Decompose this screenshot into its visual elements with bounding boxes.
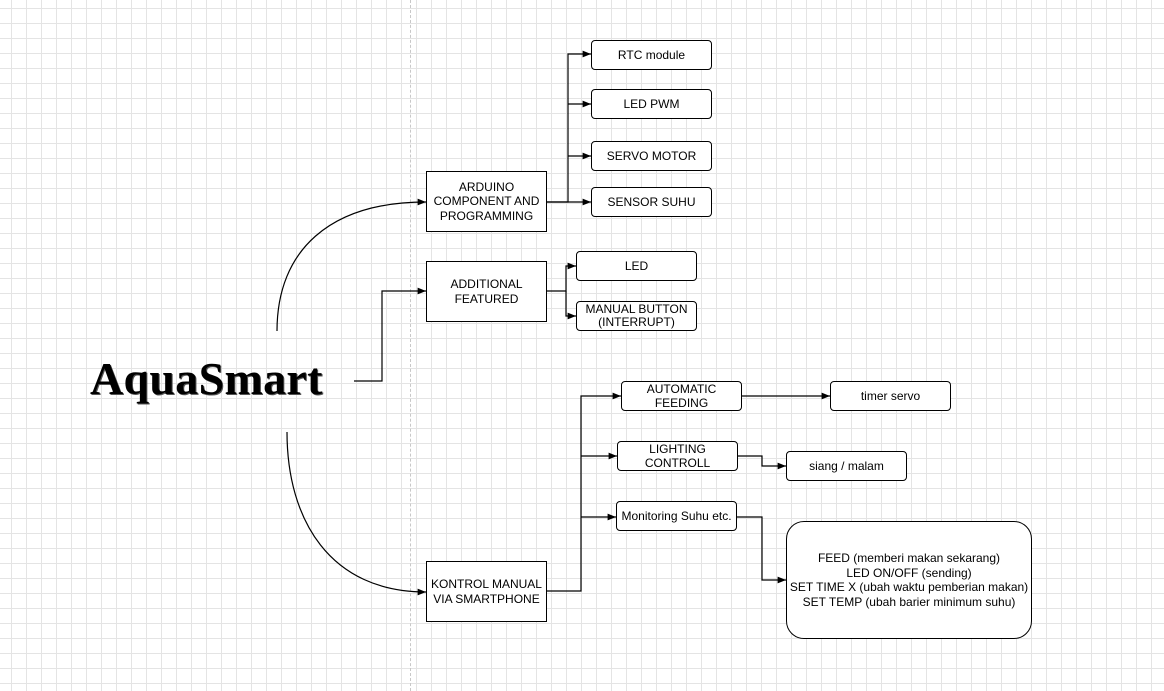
monitoring-suhu-node: Monitoring Suhu etc. <box>616 501 737 531</box>
page-divider <box>410 0 411 691</box>
kontrol-manual-node: KONTROL MANUAL VIA SMARTPHONE <box>426 561 547 622</box>
additional-featured-node: ADDITIONAL FEATURED <box>426 261 547 322</box>
edge-kontrol-feeding <box>547 392 621 592</box>
edge-root-additional <box>354 287 426 382</box>
automatic-feeding-node: AUTOMATIC FEEDING <box>621 381 742 411</box>
sensor-suhu-node: SENSOR SUHU <box>591 187 712 217</box>
servo-motor-node: SERVO MOTOR <box>591 141 712 171</box>
arduino-node: ARDUINO COMPONENT AND PROGRAMMING <box>426 171 547 232</box>
edge-arduino-rtc <box>547 50 591 203</box>
diagram-title: AquaSmart <box>90 353 323 404</box>
edge-root-kontrol <box>286 431 427 596</box>
rtc-module-node: RTC module <box>591 40 712 70</box>
edge-root-arduino <box>276 198 427 332</box>
led-node: LED <box>576 251 697 281</box>
edge-additional-button <box>565 291 576 320</box>
timer-servo-node: timer servo <box>830 381 951 411</box>
manual-button-node: MANUAL BUTTON (INTERRUPT) <box>576 301 697 331</box>
lighting-controll-node: LIGHTING CONTROLL <box>617 441 738 471</box>
siang-malam-node: siang / malam <box>786 451 907 481</box>
edge-monitoring-commands <box>736 516 786 584</box>
smartphone-commands-node: FEED (memberi makan sekarang) LED ON/OFF… <box>786 521 1032 639</box>
edge-additional-led <box>547 262 576 292</box>
edge-lighting-siang <box>737 455 786 470</box>
led-pwm-node: LED PWM <box>591 89 712 119</box>
